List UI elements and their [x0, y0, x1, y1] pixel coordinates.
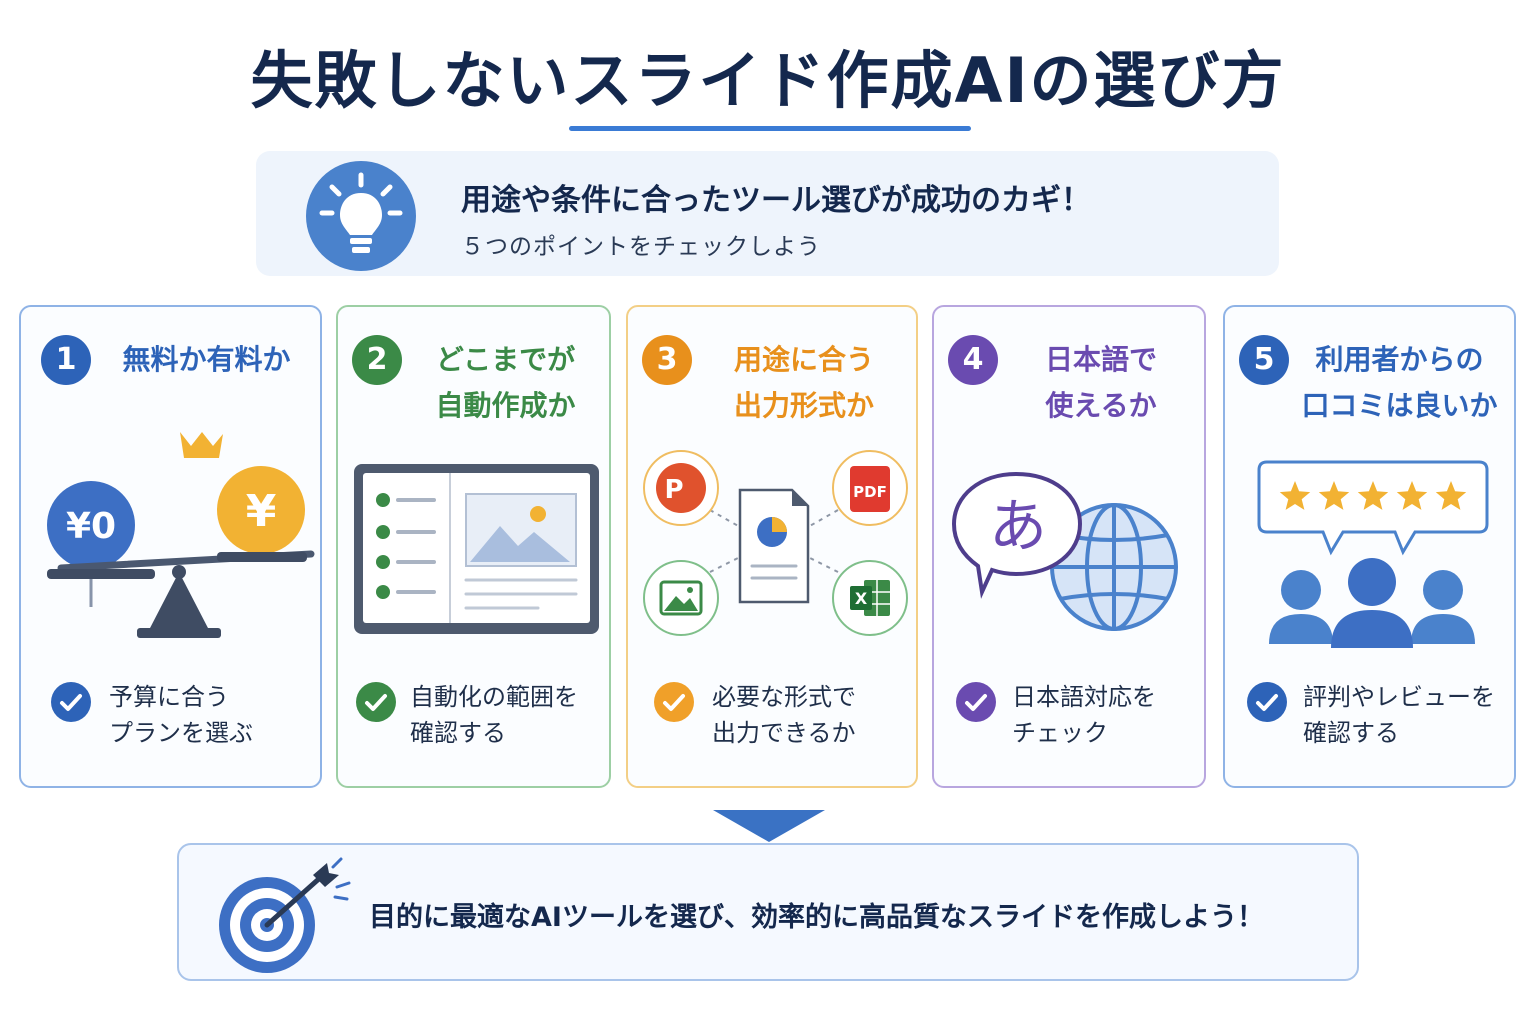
- banner-headline: 用途や条件に合ったツール選びが成功のカギ！: [461, 183, 1091, 218]
- target-icon: [219, 857, 351, 973]
- language-globe-icon: あ: [934, 422, 1208, 656]
- card-title: 利用者からの 口コミは良いか: [1301, 343, 1498, 422]
- card-number-badge: 1: [41, 335, 91, 385]
- check-icon: [356, 682, 396, 722]
- card-note: 日本語対応を チェック: [1012, 683, 1156, 747]
- star-icon: [1318, 481, 1350, 510]
- card-note: 必要な形式で 出力できるか: [712, 683, 856, 747]
- hiragana-glyph: あ: [989, 492, 1047, 560]
- check-icon: [956, 682, 996, 722]
- card-note: 評判やレビューを 確認する: [1303, 683, 1495, 747]
- free-badge-text: ¥0: [66, 506, 116, 547]
- excel-label: X: [855, 589, 868, 608]
- paid-badge-text: ¥: [246, 486, 277, 537]
- card-note: 自動化の範囲を 確認する: [410, 683, 578, 747]
- card-title: どこまでが 自動作成か: [435, 343, 576, 422]
- card-number-badge: 3: [642, 335, 692, 385]
- conclusion-banner: 目的に最適なAIツールを選び、効率的に高品質なスライドを作成しよう！: [177, 843, 1359, 981]
- star-icon: [1357, 481, 1389, 510]
- card-number-badge: 5: [1239, 335, 1289, 385]
- scale-icon: ¥0 ¥: [21, 422, 324, 656]
- star-icon: [1279, 481, 1311, 510]
- card-note: 予算に合う プランを選ぶ: [109, 683, 253, 747]
- card-free-or-paid: 1 無料か有料か ¥0 ¥ 予算に合う プランを選ぶ: [19, 305, 322, 788]
- conclusion-message: 目的に最適なAIツールを選び、効率的に高品質なスライドを作成しよう！: [369, 902, 1264, 933]
- reviews-icon: [1225, 422, 1518, 656]
- banner-subtitle: ５つのポイントをチェックしよう: [461, 234, 821, 260]
- powerpoint-label: P: [664, 475, 683, 505]
- page-title: 失敗しないスライド作成AIの選び方: [250, 44, 1286, 117]
- card-number-badge: 2: [352, 335, 402, 385]
- title-underline: [569, 126, 971, 131]
- card-user-reviews: 5 利用者からの 口コミは良いか 評判やレビューを 確認する: [1223, 305, 1516, 788]
- check-icon: [51, 682, 91, 722]
- arrow-down-icon: [713, 810, 825, 842]
- lightbulb-icon: [306, 161, 416, 271]
- card-automation-scope: 2 どこまでが 自動作成か: [336, 305, 611, 788]
- card-output-format: 3 用途に合う 出力形式か P PDF X: [626, 305, 918, 788]
- pdf-label: PDF: [853, 483, 887, 501]
- slide-editor-icon: [338, 422, 613, 656]
- card-japanese-support: 4 日本語で 使えるか あ 日本語対応を チェック: [932, 305, 1206, 788]
- rating-stars: [1279, 481, 1467, 510]
- intro-banner: 用途や条件に合ったツール選びが成功のカギ！ ５つのポイントをチェックしよう: [256, 151, 1279, 276]
- card-number-badge: 4: [948, 335, 998, 385]
- output-formats-icon: P PDF X: [628, 422, 920, 656]
- card-title: 無料か有料か: [122, 343, 291, 376]
- star-icon: [1396, 481, 1428, 510]
- check-icon: [1247, 682, 1287, 722]
- check-icon: [654, 682, 694, 722]
- card-title: 日本語で 使えるか: [1044, 343, 1157, 422]
- card-title: 用途に合う 出力形式か: [733, 343, 874, 422]
- star-icon: [1435, 481, 1467, 510]
